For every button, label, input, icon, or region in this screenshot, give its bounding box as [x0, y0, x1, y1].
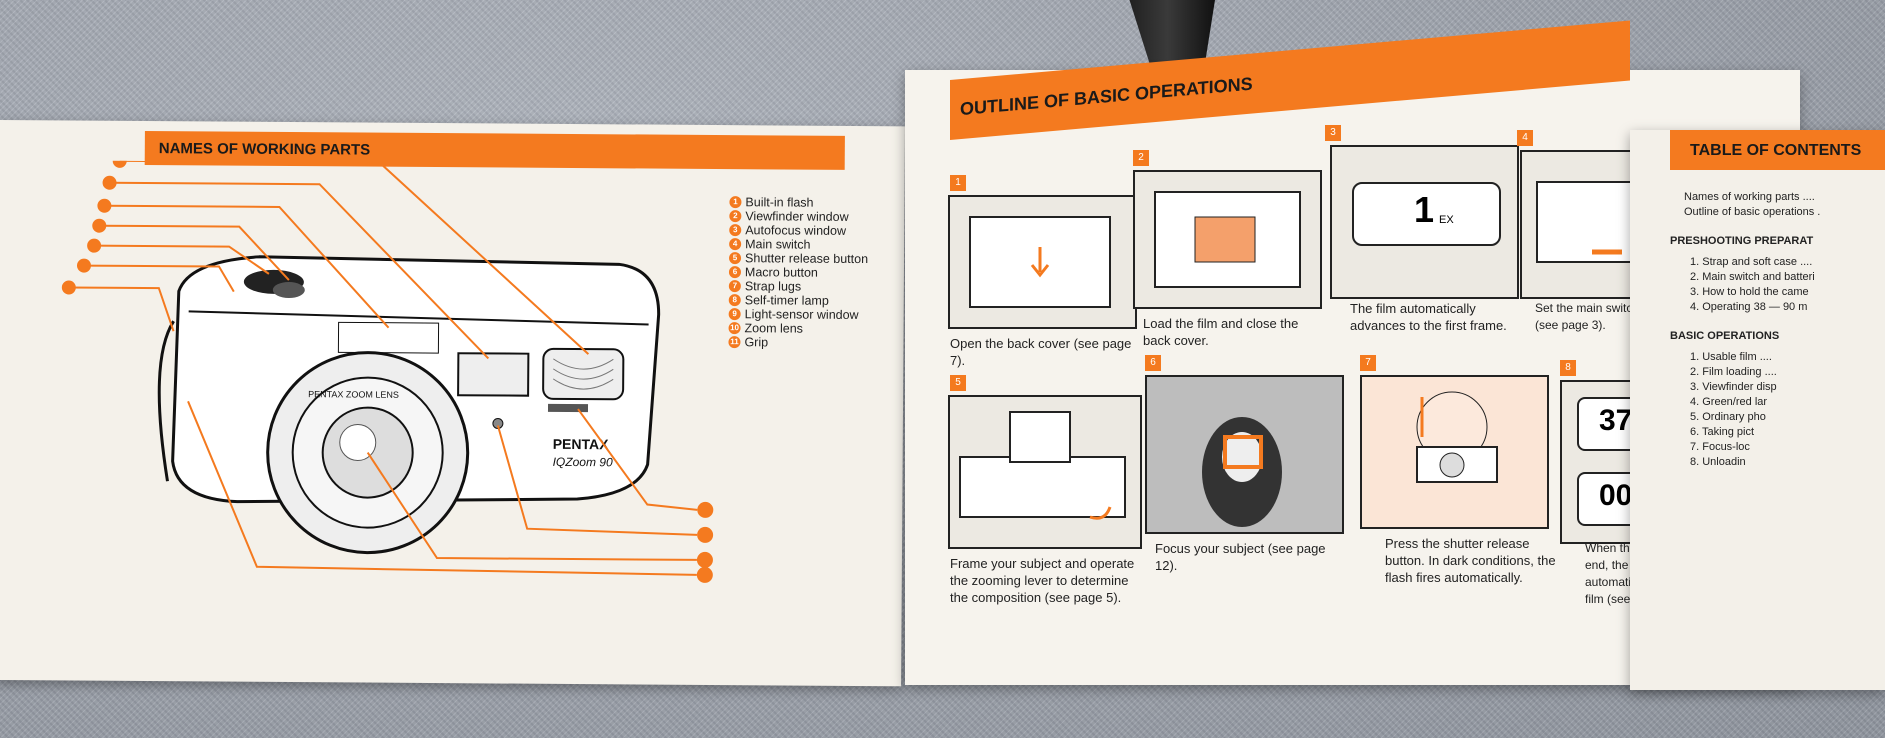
toc-item: 1. Strap and soft case .... — [1690, 256, 1813, 268]
toc-item: 4. Operating 38 — 90 m — [1690, 301, 1808, 313]
step-number: 8 — [1560, 360, 1576, 376]
toc-header: TABLE OF CONTENTS — [1670, 130, 1885, 170]
step-number: 7 — [1360, 355, 1376, 371]
step-5-caption: Frame your subject and operate the zoomi… — [950, 556, 1135, 605]
step-2-illustration — [1133, 170, 1322, 309]
step-number: 2 — [1133, 150, 1149, 166]
toc-list: Names of working parts .... Outline of b… — [1670, 190, 1885, 470]
frame-counter-37: 37 — [1599, 404, 1633, 437]
right-page-title: OUTLINE OF BASIC OPERATIONS — [960, 73, 1253, 120]
left-page: NAMES OF WORKING PARTS PENTAX IQZoom 90 … — [0, 120, 905, 687]
toc-section-title: BASIC OPERATIONS — [1670, 330, 1780, 342]
shutter-press-icon — [1416, 391, 1498, 483]
step-7-illustration — [1360, 375, 1549, 529]
toc-section-title: PRESHOOTING PREPARAT — [1670, 235, 1814, 247]
toc-title: TABLE OF CONTENTS — [1690, 142, 1862, 159]
step-3-illustration: 1 EX — [1330, 145, 1519, 299]
frame-counter: 1 — [1414, 189, 1435, 230]
camera-brand: PENTAX — [553, 436, 610, 452]
step-2-caption: Load the film and close the back cover. — [1143, 316, 1299, 348]
left-page-title: NAMES OF WORKING PARTS — [158, 140, 371, 159]
toc-item: 1. Usable film .... — [1690, 351, 1772, 363]
toc-bullet: Outline of basic operations . — [1684, 206, 1821, 218]
camera-model: IQZoom 90 — [553, 455, 613, 469]
step-3-caption: The film automatically advances to the f… — [1350, 301, 1507, 333]
step-number: 3 — [1325, 125, 1341, 141]
lens-ring-text: PENTAX ZOOM LENS — [308, 389, 399, 400]
camera-back-icon — [969, 216, 1111, 308]
step-number: 6 — [1145, 355, 1161, 371]
lcd-display: 1 EX — [1352, 182, 1501, 246]
step-number: 1 — [950, 175, 966, 191]
step-6-caption: Focus your subject (see page 12). — [1155, 541, 1326, 573]
frame-counter-00: 00 — [1599, 479, 1633, 512]
toc-item: 2. Film loading .... — [1690, 366, 1777, 378]
toc-item: 3. Viewfinder disp — [1690, 381, 1777, 393]
step-4-caption: Set the main switch to | (see page 3). — [1535, 301, 1659, 332]
focus-subject-photo — [1147, 377, 1342, 532]
toc-item: 7. Focus-loc — [1690, 441, 1750, 453]
toc-item: 4. Green/red lar — [1690, 396, 1768, 408]
ex-label: EX — [1439, 214, 1454, 226]
film-loading-icon — [1154, 191, 1301, 288]
toc-item: 3. How to hold the came — [1690, 286, 1809, 298]
toc-item: 2. Main switch and batteri — [1690, 271, 1815, 283]
step-number: 4 — [1517, 130, 1533, 146]
toc-bullet: Names of working parts .... — [1684, 191, 1815, 203]
step-1-illustration — [948, 195, 1137, 329]
camera-diagram: PENTAX IQZoom 90 PENTAX ZOOM LENS — [61, 160, 714, 583]
step-number: 5 — [950, 375, 966, 391]
toc-page: TABLE OF CONTENTS Names of working parts… — [1630, 130, 1885, 690]
step-5-illustration — [948, 395, 1142, 549]
step-7-caption: Press the shutter release button. In dar… — [1385, 536, 1556, 585]
toc-item: 8. Unloadin — [1690, 456, 1746, 468]
toc-item: 6. Taking pict — [1690, 426, 1755, 438]
step-1-caption: Open the back cover (see page 7). — [950, 336, 1132, 368]
toc-item: 5. Ordinary pho — [1690, 411, 1766, 423]
zoom-lever-icon — [959, 411, 1126, 520]
step-6-illustration — [1145, 375, 1344, 534]
